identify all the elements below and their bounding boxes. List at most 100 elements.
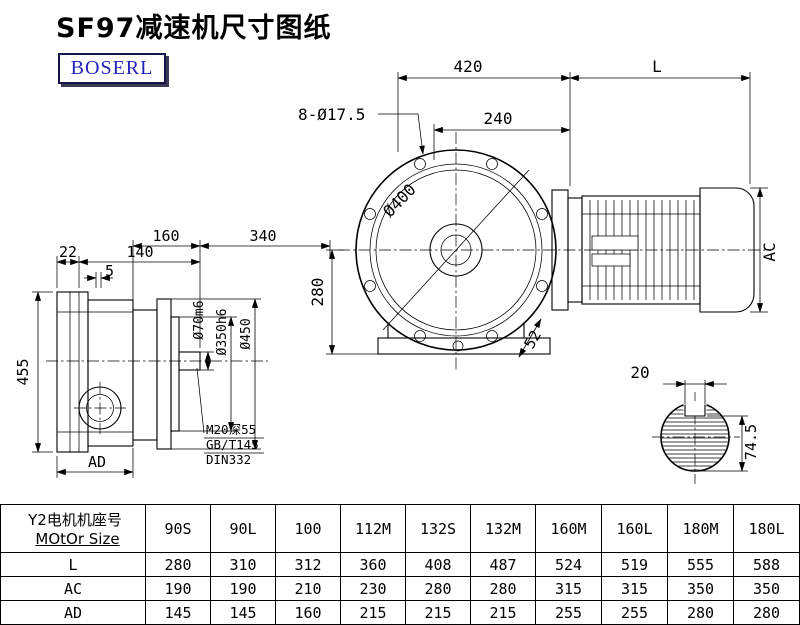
dim-label-140: 140	[126, 243, 153, 261]
technical-drawing: 420 L 240 8-Ø17.5 Ø400 280 52 AC 160 340…	[14, 57, 779, 484]
drawing-title: SF97减速机尺寸图纸	[56, 13, 332, 44]
table-cell: 280	[470, 576, 536, 601]
table-cell: 230	[340, 576, 406, 601]
motor-size-header-cn: Y2电机机座号	[28, 511, 122, 529]
table-cell: 280	[405, 576, 471, 601]
table-cell: 588	[733, 552, 800, 577]
boss-circle	[78, 386, 122, 430]
note-gbt: GB/T145	[206, 437, 259, 452]
table-cell: 315	[601, 576, 668, 601]
table-cell: 215	[340, 600, 406, 625]
dim-label-dia450: Ø450	[239, 318, 254, 349]
dim-label-dia400: Ø400	[379, 180, 419, 221]
dim-label-160: 160	[152, 227, 179, 245]
motor-size-header-cell: Y2电机机座号 MOtOr Size	[0, 504, 146, 553]
table-cell: 487	[470, 552, 536, 577]
table-cell: 145	[145, 600, 211, 625]
note-din: DIN332	[206, 452, 251, 467]
col-header-132M: 132M	[470, 504, 536, 553]
dim-label-240: 240	[484, 109, 513, 128]
table-cell: 210	[275, 576, 341, 601]
dim-label-5: 5	[105, 262, 114, 280]
gearbox-housing	[56, 291, 89, 453]
motor-dimension-table: Y2电机机座号 MOtOr Size 90S 90L 100 112M 132S…	[0, 504, 800, 625]
dim-label-bolt-holes: 8-Ø17.5	[298, 105, 365, 124]
table-row-AC: AC 190 190 210 230 280 280 315 315 350 3…	[0, 576, 800, 601]
col-header-160M: 160M	[535, 504, 602, 553]
table-header-row: Y2电机机座号 MOtOr Size 90S 90L 100 112M 132S…	[0, 504, 800, 553]
housing-base	[377, 337, 551, 355]
table-cell: 360	[340, 552, 406, 577]
col-header-180M: 180M	[667, 504, 734, 553]
col-header-100: 100	[275, 504, 341, 553]
motor-nameplate	[591, 235, 639, 251]
dim-label-340: 340	[249, 227, 276, 245]
motor-view	[551, 187, 755, 313]
table-cell: 190	[145, 576, 211, 601]
table-cell: 312	[275, 552, 341, 577]
col-header-160L: 160L	[601, 504, 668, 553]
col-header-90L: 90L	[210, 504, 276, 553]
dim-label-455: 455	[14, 358, 32, 385]
note-tap: M20深55	[206, 422, 256, 437]
row-label-AD: AD	[0, 600, 146, 625]
dim-label-AC: AC	[760, 242, 779, 261]
table-cell: 519	[601, 552, 668, 577]
row-label-L: L	[0, 552, 146, 577]
table-cell: 280	[145, 552, 211, 577]
housing-ribs	[57, 292, 133, 452]
table-cell: 350	[733, 576, 800, 601]
flange-spigot	[170, 316, 180, 432]
dim-label-AD: AD	[88, 453, 106, 471]
dim-label-dia70: Ø70m6	[192, 300, 207, 339]
table-cell: 255	[535, 600, 602, 625]
output-shaft	[178, 351, 201, 371]
boss-centermark	[74, 382, 126, 434]
extension-lines	[32, 72, 768, 478]
table-cell: 255	[601, 600, 668, 625]
dim-label-20: 20	[630, 363, 649, 382]
table-cell: 524	[535, 552, 602, 577]
row-label-AC: AC	[0, 576, 146, 601]
keyway	[684, 404, 706, 417]
table-cell: 315	[535, 576, 602, 601]
front-view	[355, 149, 557, 355]
motor-size-header-en: MOtOr Size	[35, 530, 120, 548]
output-flange	[156, 298, 172, 450]
table-cell: 190	[210, 576, 276, 601]
col-header-180L: 180L	[733, 504, 800, 553]
table-cell: 310	[210, 552, 276, 577]
table-cell: 215	[405, 600, 471, 625]
table-cell: 280	[733, 600, 800, 625]
diameter-leader-line	[382, 169, 530, 331]
fan-cover	[699, 187, 755, 313]
dimension-labels: 420 L 240 8-Ø17.5 Ø400 280 52 AC 160 340…	[14, 57, 779, 471]
col-header-112M: 112M	[340, 504, 406, 553]
drain-plug	[452, 340, 464, 352]
table-row-AD: AD 145 145 160 215 215 215 255 255 280 2…	[0, 600, 800, 625]
table-row-L: L 280 310 312 360 408 487 524 519 555 58…	[0, 552, 800, 577]
table-cell: 145	[210, 600, 276, 625]
table-cell: 215	[470, 600, 536, 625]
hole-callout-leader	[378, 113, 425, 155]
shaft-section	[660, 401, 730, 472]
hub-circle	[429, 223, 483, 277]
dim-label-74-5: 74.5	[742, 424, 760, 460]
housing-outer-circle	[355, 149, 557, 351]
col-header-90S: 90S	[145, 504, 211, 553]
bolt-holes	[364, 158, 548, 342]
col-header-132S: 132S	[405, 504, 471, 553]
dim-label-22: 22	[59, 243, 77, 261]
table-cell: 350	[667, 576, 734, 601]
side-view	[56, 291, 201, 453]
dim-label-420: 420	[454, 57, 483, 76]
dim-label-dia350: Ø350h6	[215, 309, 230, 356]
table-cell: 160	[275, 600, 341, 625]
dimension-lines	[34, 74, 764, 476]
table-cell: 280	[667, 600, 734, 625]
dim-label-280: 280	[308, 278, 327, 307]
table-cell: 555	[667, 552, 734, 577]
boserl-logo-text: BOSERL	[70, 57, 154, 79]
boserl-logo: BOSERL	[58, 53, 166, 84]
